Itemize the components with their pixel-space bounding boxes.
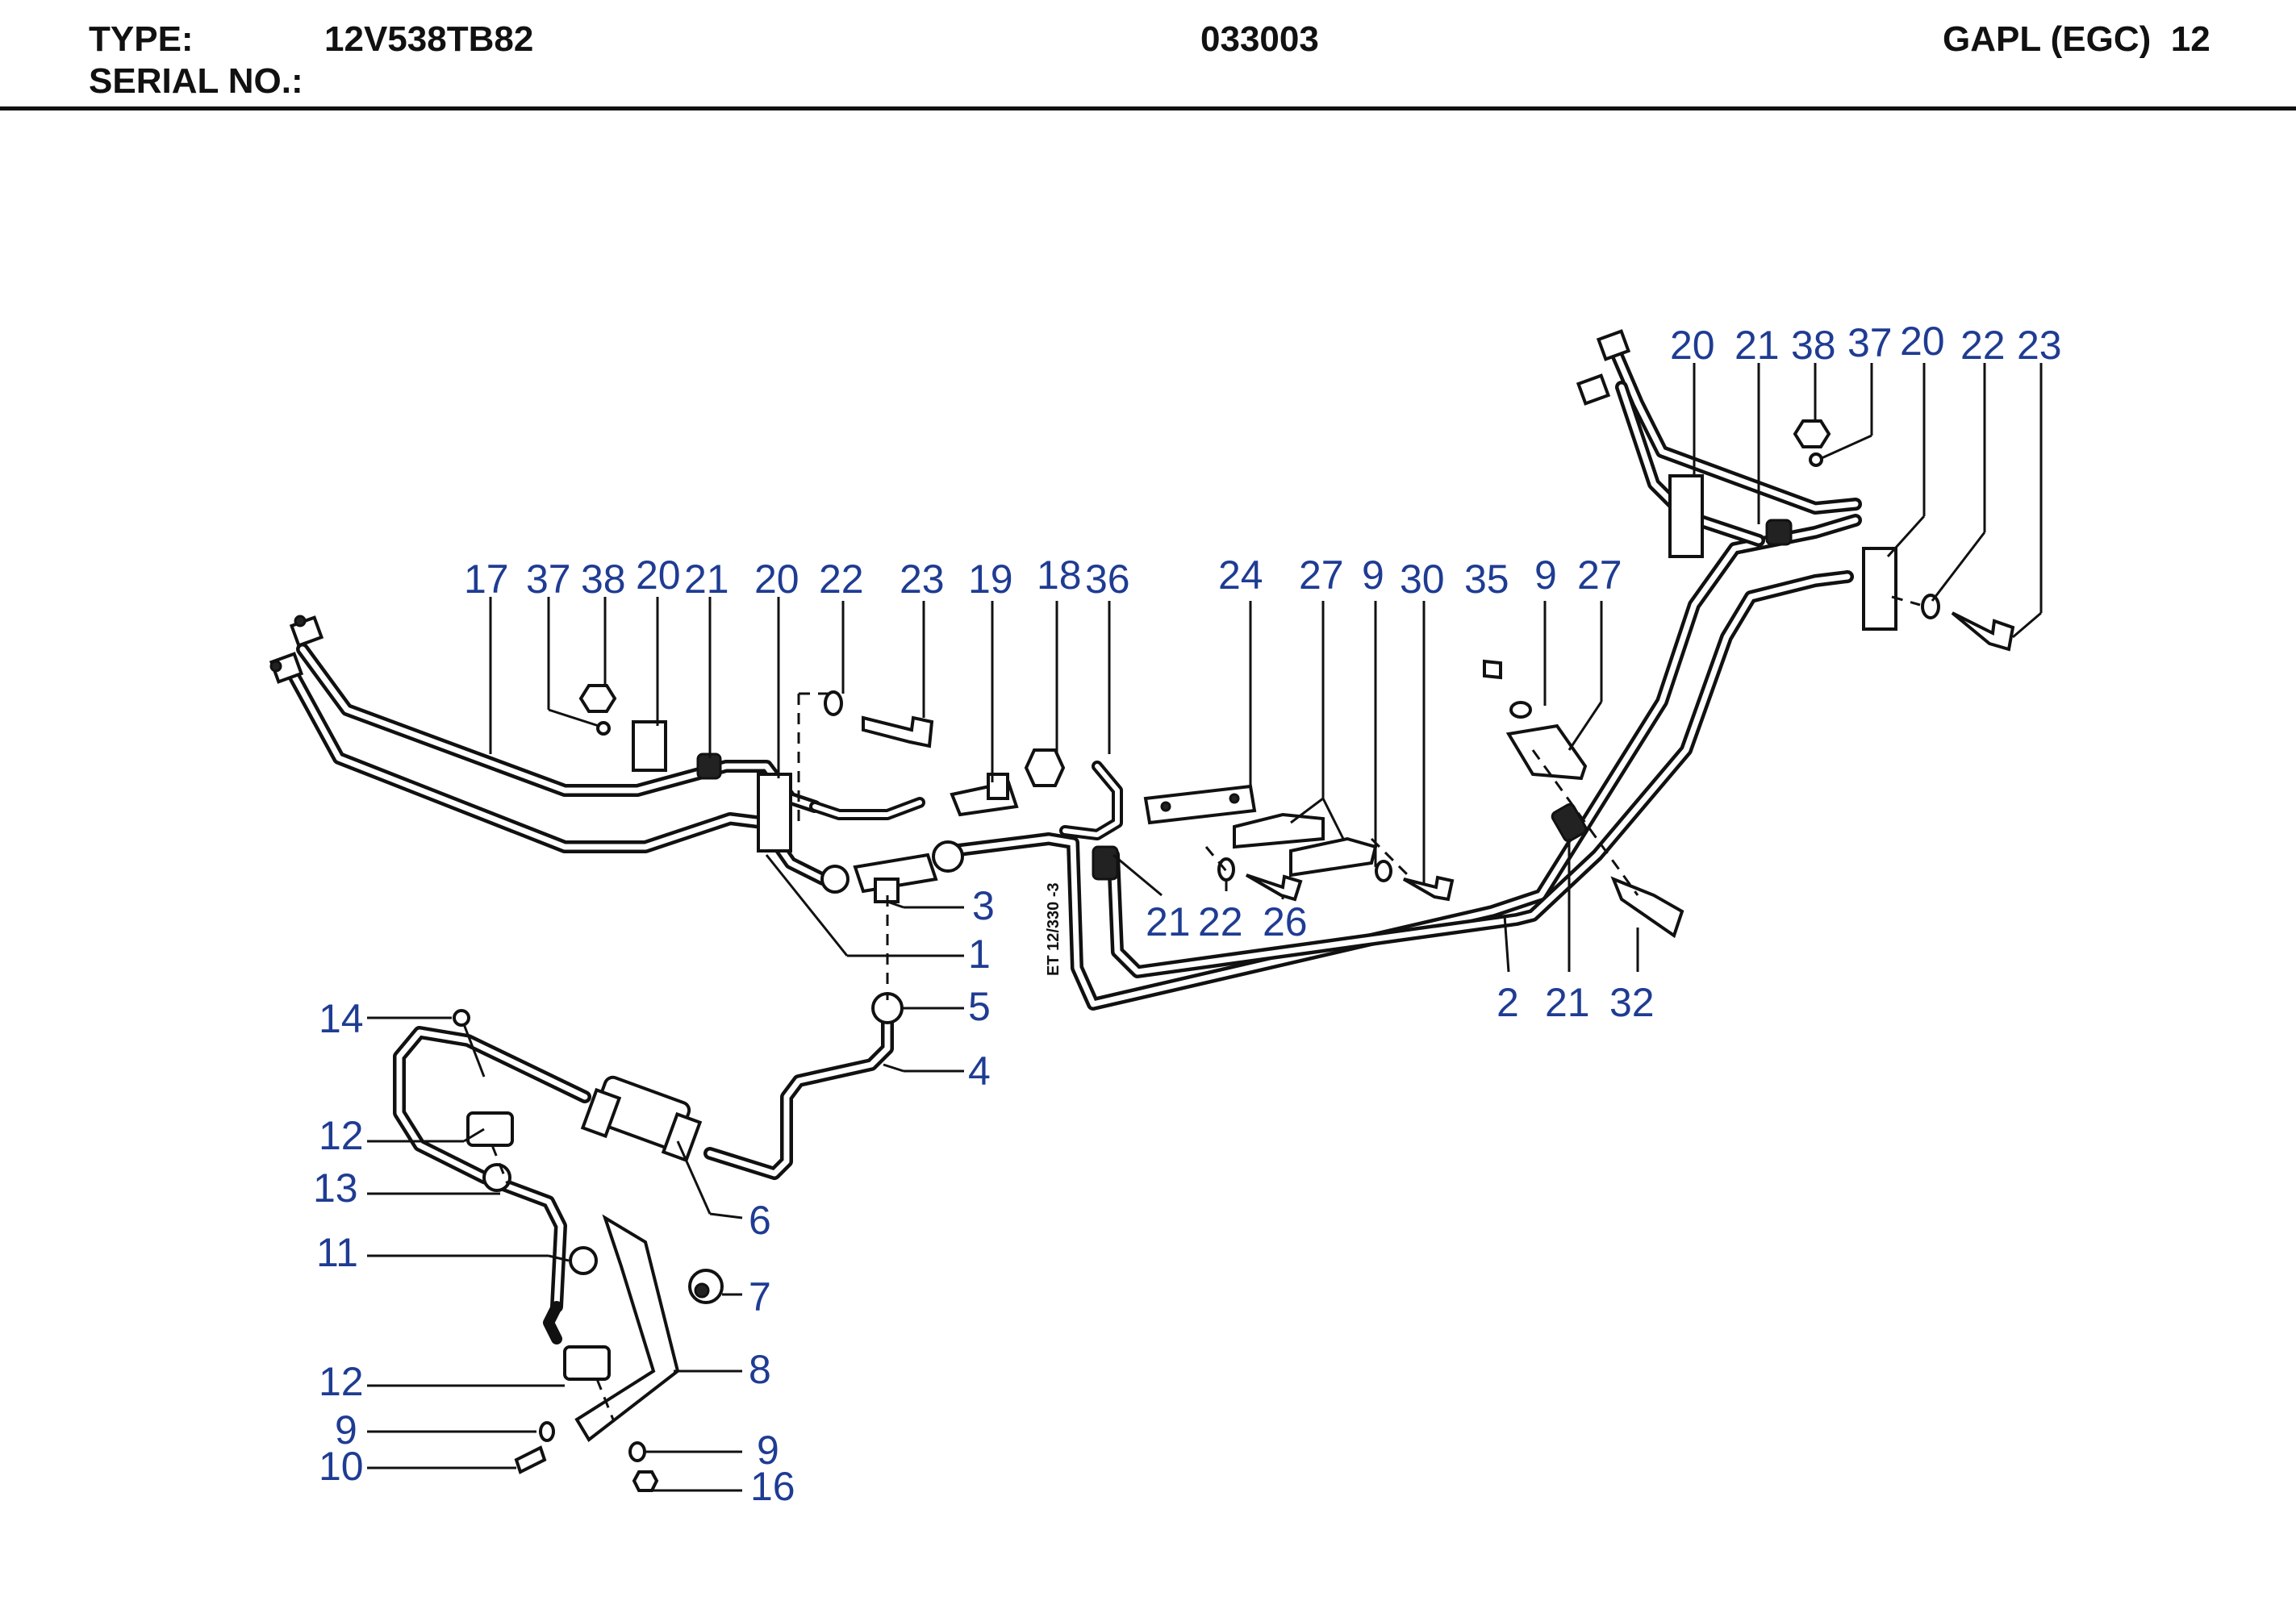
callout-12: 12 [319,1359,364,1404]
callout-9: 9 [1362,552,1384,598]
header-rule [0,106,2296,110]
type-label: TYPE: [89,19,194,59]
callout-9: 9 [757,1428,779,1473]
type-value: 12V538TB82 [324,19,534,59]
callout-2: 2 [1497,980,1519,1025]
callout-3: 3 [972,883,995,928]
callout-16: 16 [750,1464,795,1509]
callout-27: 27 [1577,552,1622,598]
callout-20: 20 [754,557,799,602]
callout-23: 23 [2017,323,2062,368]
callout-27: 27 [1299,552,1344,598]
callout-17: 17 [464,557,509,602]
callout-30: 30 [1400,557,1445,602]
callout-14: 14 [319,996,364,1041]
callout-9: 9 [335,1407,357,1453]
callout-21: 21 [1735,323,1780,368]
callout-32: 32 [1609,980,1655,1025]
callout-24: 24 [1218,552,1263,598]
callout-19: 19 [968,557,1013,602]
drawing-code: ET 12/330 -3 [1045,882,1062,976]
callout-20: 20 [636,552,681,598]
fuel-line-tubes [284,340,1862,1344]
callout-10: 10 [319,1444,364,1489]
callout-5: 5 [968,984,991,1029]
callout-36: 36 [1085,557,1130,602]
callout-1: 1 [968,932,991,977]
callout-21: 21 [1146,899,1191,944]
callout-7: 7 [749,1274,771,1319]
callout-23: 23 [900,557,945,602]
callout-12: 12 [319,1113,364,1158]
callout-21: 21 [1545,980,1590,1025]
callout-4: 4 [968,1048,991,1094]
callout-11: 11 [316,1230,358,1275]
callout-numbers: 20 21 38 37 20 22 23 17 37 38 20 21 20 2… [313,319,2062,1509]
callout-21: 21 [684,557,729,602]
callout-37: 37 [526,557,571,602]
document-number: 033003 [1200,19,1319,59]
callout-26: 26 [1263,899,1308,944]
callout-22: 22 [1198,899,1243,944]
callout-20: 20 [1900,319,1945,364]
callout-8: 8 [749,1347,771,1392]
callout-18: 18 [1037,552,1082,598]
group-label: GAPL (EGC) 12 [1943,19,2210,59]
assembly-lines [491,595,1921,1420]
callout-22: 22 [1960,323,2006,368]
callout-38: 38 [1791,323,1836,368]
callout-38: 38 [581,557,626,602]
callout-20: 20 [1670,323,1715,368]
callout-22: 22 [819,557,864,602]
callout-37: 37 [1847,320,1893,365]
callout-9: 9 [1534,552,1557,598]
callout-35: 35 [1464,557,1509,602]
parts [269,329,2015,1492]
serial-label: SERIAL NO.: [89,61,303,101]
callout-13: 13 [313,1165,358,1211]
leader-lines [367,363,2043,1492]
callout-6: 6 [749,1198,771,1243]
